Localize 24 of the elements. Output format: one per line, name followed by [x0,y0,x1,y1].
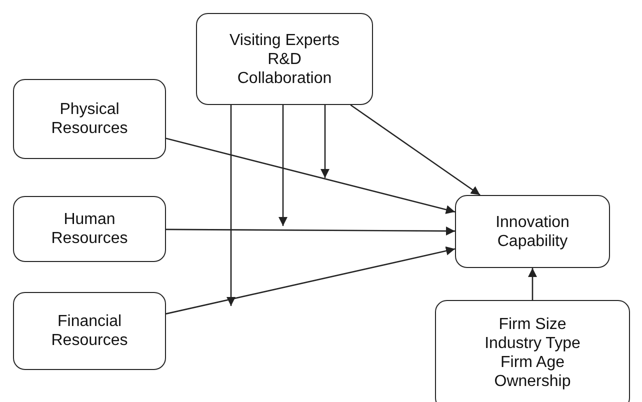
node-label: Financial Resources [50,312,129,350]
rounded-box [455,195,610,268]
arrow [278,105,288,226]
arrow [528,268,537,300]
node-label: Firm Age [500,353,564,372]
rounded-box [13,292,166,370]
node-label: Human Resources [50,210,129,248]
node-label: Firm Size [498,315,566,334]
rounded-box [13,79,166,159]
rounded-box [196,13,373,105]
rounded-box [435,300,630,402]
node-label: Physical Resources [50,100,129,138]
node-label: Industry Type [484,334,580,353]
arrow [166,138,456,214]
arrow [166,246,456,314]
arrow [320,105,330,178]
node-label: R&D Collaboration [236,50,333,88]
rounded-box [13,196,166,262]
arrow [166,226,455,236]
node-label: Visiting Experts [230,30,340,50]
arrow [226,105,236,306]
arrow [350,104,480,196]
node-label: Ownership [494,372,571,391]
node-label: Innovation Capability [494,212,570,250]
